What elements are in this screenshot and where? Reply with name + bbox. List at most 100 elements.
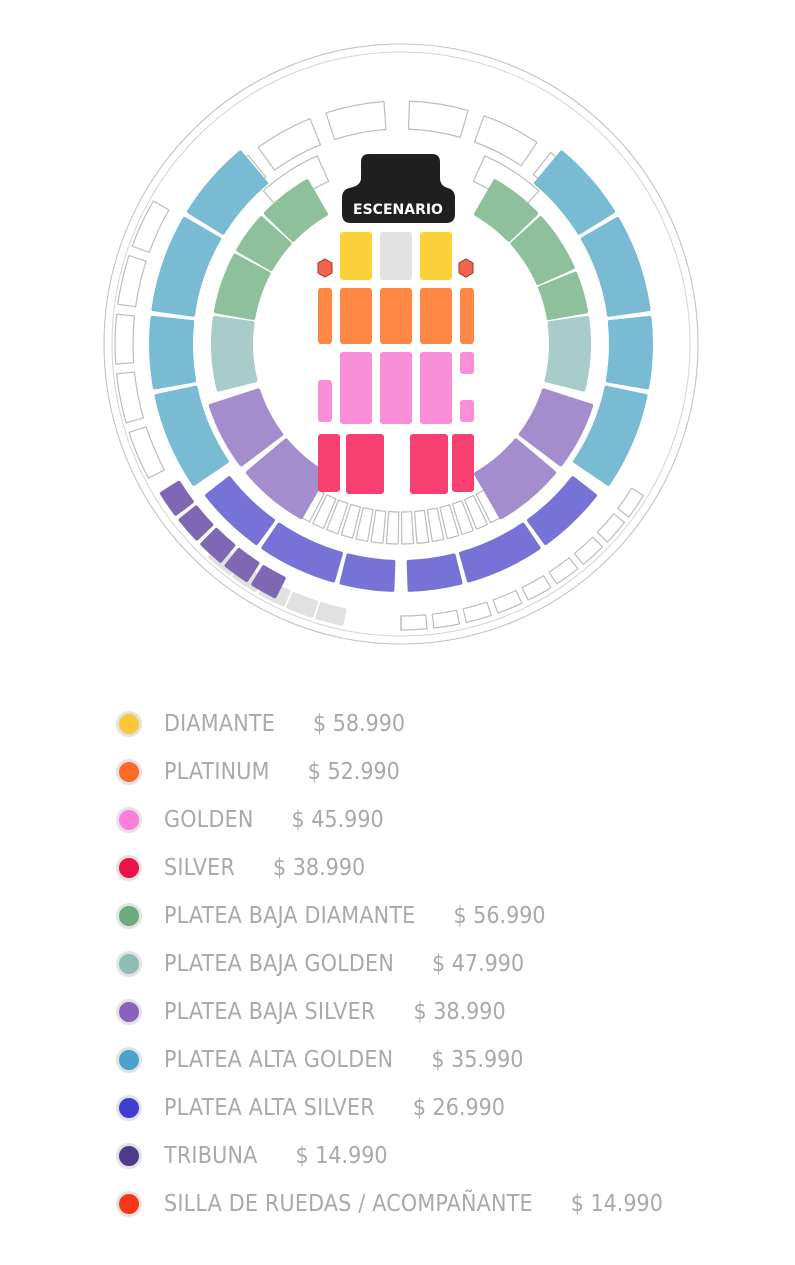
tribuna-box-2[interactable] <box>178 505 214 541</box>
outer-right-box-7[interactable] <box>462 601 492 623</box>
legend-item[interactable]: PLATEA ALTA GOLDEN$ 35.990 <box>110 1045 523 1075</box>
legend-item[interactable]: GOLDEN$ 45.990 <box>110 805 384 835</box>
legend-item[interactable]: PLATINUM$ 52.990 <box>110 757 400 787</box>
inner-bottom-box-2[interactable] <box>463 494 488 530</box>
golden-side-right-bottom[interactable] <box>460 400 474 422</box>
inner-bottom-box-3[interactable] <box>451 500 474 535</box>
platea-baja-diamante-section-3[interactable] <box>213 253 271 320</box>
outer-right-box-8[interactable] <box>431 609 461 629</box>
wheelchair-spot-right[interactable] <box>458 258 474 278</box>
diamante-center-unavailable[interactable] <box>380 232 412 280</box>
platea-baja-golden-section-1[interactable] <box>211 315 258 392</box>
inner-bottom-box-6[interactable] <box>413 509 430 544</box>
legend-item[interactable]: SILLA DE RUEDAS / ACOMPAÑANTE$ 14.990 <box>110 1189 663 1219</box>
platea-baja-diamante-section-1[interactable] <box>263 179 328 242</box>
platea-alta-golden-section-3[interactable] <box>187 150 268 235</box>
outer-left-section-1[interactable] <box>131 200 170 253</box>
legend-swatch-icon <box>116 951 142 977</box>
golden-block-3[interactable] <box>420 352 452 424</box>
outer-left-section-3[interactable] <box>114 313 136 365</box>
outer-right-box-5[interactable] <box>521 575 552 601</box>
platea-baja-silver-section-2[interactable] <box>208 388 284 467</box>
upper-ring-section-3[interactable] <box>325 101 387 141</box>
platea-baja-golden-section-2[interactable] <box>544 315 591 392</box>
tribuna-box-5[interactable] <box>251 565 286 599</box>
platea-alta-golden-section-6[interactable] <box>605 315 653 390</box>
golden-block-1[interactable] <box>340 352 372 424</box>
platea-baja-silver-section-4[interactable] <box>474 438 557 520</box>
legend-item[interactable]: PLATEA ALTA SILVER$ 26.990 <box>110 1093 505 1123</box>
legend-swatch-icon <box>116 1191 142 1217</box>
outer-right-box-3[interactable] <box>573 536 604 565</box>
inner-bottom-box-8[interactable] <box>385 510 400 545</box>
platea-alta-golden-section-7[interactable] <box>573 385 648 486</box>
platea-alta-golden-section-4[interactable] <box>534 150 615 235</box>
silver-block-2[interactable] <box>346 434 384 494</box>
legend-item[interactable]: PLATEA BAJA SILVER$ 38.990 <box>110 997 506 1027</box>
platea-alta-silver-section-3[interactable] <box>459 522 541 583</box>
stage: ESCENARIO <box>342 154 455 223</box>
platea-alta-golden-section-1[interactable] <box>149 315 197 390</box>
upper-ring-section-5[interactable] <box>473 115 538 167</box>
platea-baja-diamante-section-2[interactable] <box>236 216 292 271</box>
platinum-block-5[interactable] <box>460 288 474 344</box>
platea-alta-silver-section-1[interactable] <box>205 476 275 545</box>
outer-right-box-1[interactable] <box>617 487 645 518</box>
platea-alta-golden-left-1[interactable] <box>154 385 229 486</box>
tribuna-box-4[interactable] <box>224 547 260 582</box>
upper-ring-section-2[interactable] <box>257 118 322 171</box>
platea-baja-diamante-section-4[interactable] <box>474 179 539 242</box>
inner-bottom-box-13[interactable] <box>312 494 337 529</box>
inner-bottom-box-10[interactable] <box>355 507 374 542</box>
platea-baja-diamante-section-6[interactable] <box>538 271 589 320</box>
inner-bottom-box-12[interactable] <box>326 499 349 535</box>
platea-alta-golden-section-2[interactable] <box>151 217 222 317</box>
legend-price: $ 45.990 <box>291 807 384 833</box>
platinum-block-3[interactable] <box>380 288 412 344</box>
inner-bottom-box-9[interactable] <box>370 509 387 544</box>
legend-item[interactable]: SILVER$ 38.990 <box>110 853 365 883</box>
golden-block-2[interactable] <box>380 352 412 424</box>
outer-left-section-2[interactable] <box>117 255 147 308</box>
diamante-right[interactable] <box>420 232 452 280</box>
inner-bottom-box-7[interactable] <box>401 511 415 545</box>
wheelchair-spot-left[interactable] <box>317 258 333 278</box>
legend-swatch-icon <box>116 1143 142 1169</box>
legend-item[interactable]: TRIBUNA$ 14.990 <box>110 1141 388 1171</box>
platinum-block-4[interactable] <box>420 288 452 344</box>
inner-bottom-box-5[interactable] <box>426 507 445 543</box>
platea-alta-silver-section-5[interactable] <box>406 553 463 592</box>
outer-left-section-5[interactable] <box>128 426 165 479</box>
platea-alta-silver-section-6[interactable] <box>339 553 396 592</box>
outer-right-box-9[interactable] <box>400 614 428 631</box>
seating-map: ESCENARIO <box>103 43 699 645</box>
platinum-block-2[interactable] <box>340 288 372 344</box>
legend-item[interactable]: PLATEA BAJA DIAMANTE$ 56.990 <box>110 901 546 931</box>
golden-side-right-top[interactable] <box>460 352 474 374</box>
outer-right-box-2[interactable] <box>596 513 626 543</box>
platea-alta-silver-section-4[interactable] <box>527 476 597 545</box>
legend-swatch-icon <box>116 855 142 881</box>
platea-baja-diamante-section-5[interactable] <box>510 216 575 285</box>
outer-right-box-4[interactable] <box>548 557 579 585</box>
platea-alta-golden-section-5[interactable] <box>580 217 651 317</box>
legend-item[interactable]: PLATEA BAJA GOLDEN$ 47.990 <box>110 949 524 979</box>
silver-block-3[interactable] <box>410 434 448 494</box>
silver-block-1[interactable] <box>318 434 340 492</box>
legend-item[interactable]: DIAMANTE$ 58.990 <box>110 709 405 739</box>
outer-left-section-4[interactable] <box>116 371 144 424</box>
tribuna-box-3[interactable] <box>200 527 236 563</box>
platinum-block-1[interactable] <box>318 288 332 344</box>
platea-baja-silver-section-3[interactable] <box>518 388 594 467</box>
tribuna-box-1[interactable] <box>159 480 194 516</box>
golden-side-left[interactable] <box>318 380 332 422</box>
unavailable-box-2[interactable] <box>286 592 318 618</box>
platea-alta-silver-section-2[interactable] <box>261 522 343 583</box>
outer-right-box-6[interactable] <box>492 589 523 614</box>
upper-ring-section-4[interactable] <box>407 100 469 138</box>
inner-bottom-box-11[interactable] <box>340 503 361 539</box>
unavailable-box-1[interactable] <box>315 602 347 626</box>
silver-block-4[interactable] <box>452 434 474 492</box>
diamante-left[interactable] <box>340 232 372 280</box>
inner-bottom-box-4[interactable] <box>439 504 460 540</box>
